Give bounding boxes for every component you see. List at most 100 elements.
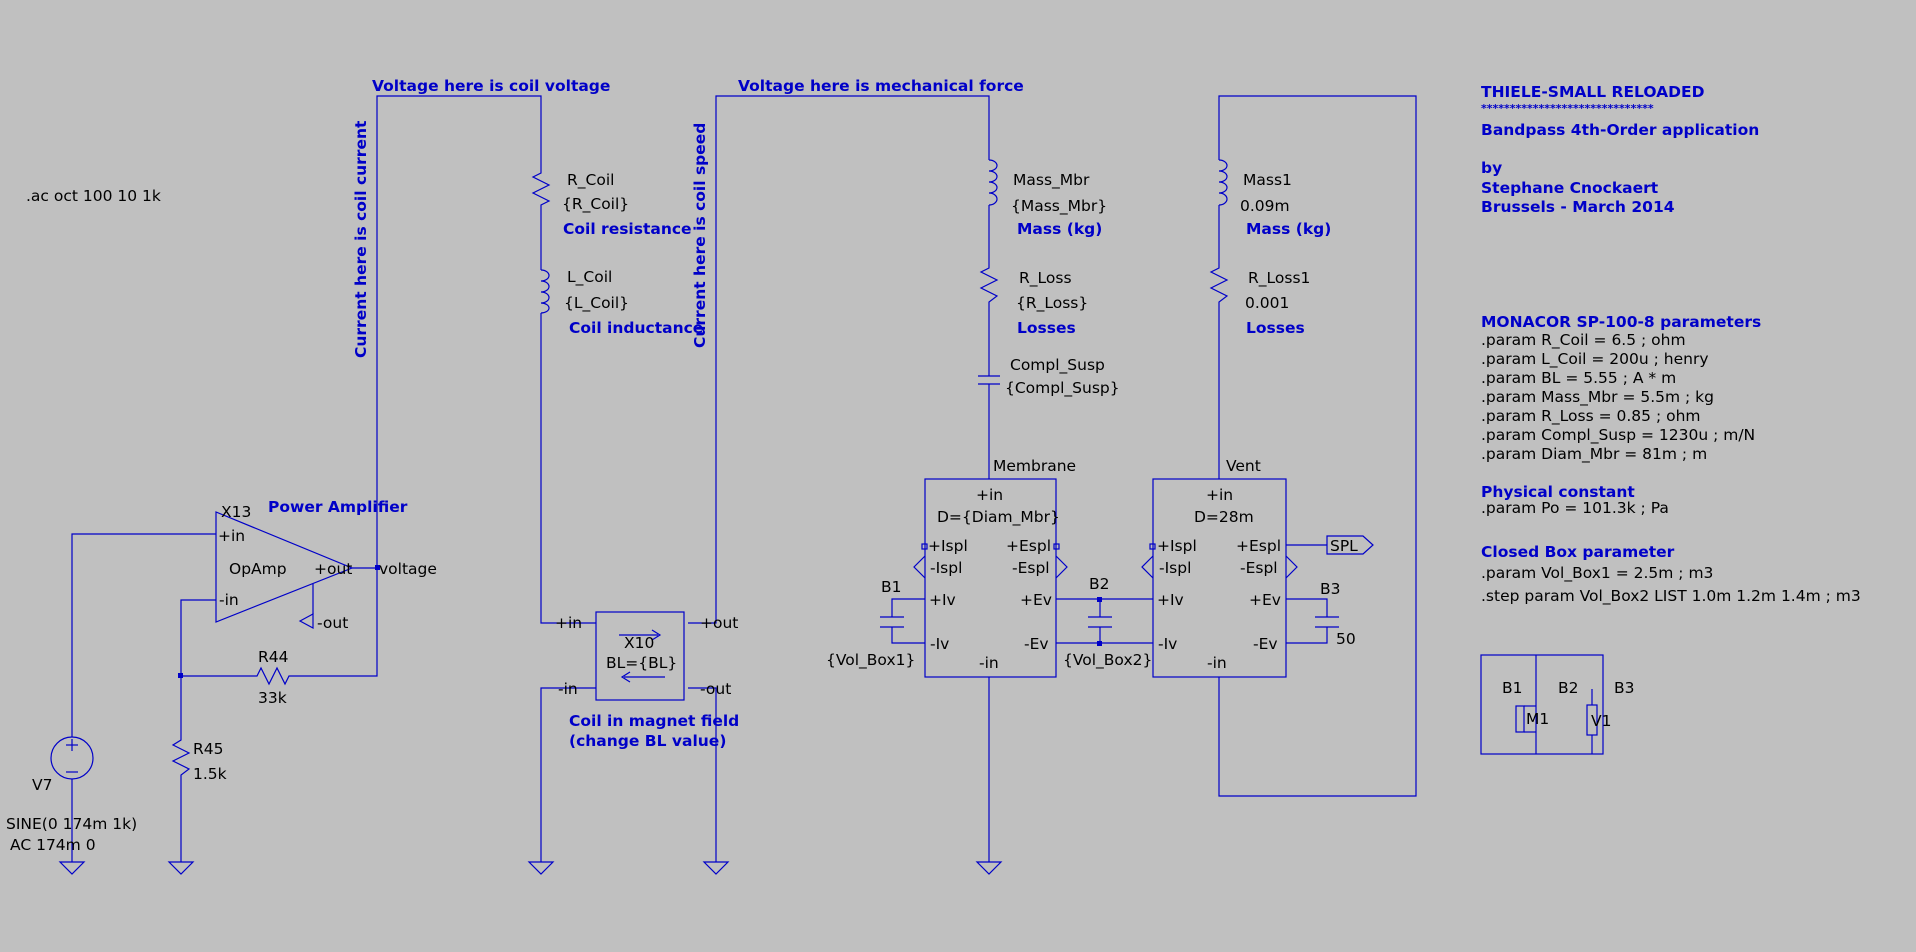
- x13-pin-out-plus: +out: [314, 560, 352, 578]
- x13-type: OpAmp: [229, 560, 287, 578]
- x10-pin-in-plus: +in: [555, 614, 582, 632]
- b3-value[interactable]: 50: [1336, 630, 1356, 648]
- x13-pin-out-minus: -out: [317, 614, 348, 632]
- transducer-x10[interactable]: [595, 611, 685, 701]
- ground-symbols: [58, 861, 1003, 875]
- inductor-symbols: [540, 159, 1228, 314]
- v7-value1[interactable]: SINE(0 174m 1k): [6, 815, 137, 833]
- r44-value[interactable]: 33k: [258, 689, 287, 707]
- resistor-r-loss1-icon: [1209, 264, 1229, 312]
- r45-value[interactable]: 1.5k: [193, 765, 227, 783]
- vent-ispl-m: -Ispl: [1159, 559, 1191, 577]
- ground-icon: [58, 861, 86, 875]
- r-loss1-name: R_Loss1: [1248, 269, 1310, 288]
- info-stars: ******************************: [1481, 102, 1654, 115]
- b1-value[interactable]: {Vol_Box1}: [826, 651, 915, 670]
- vent-espl-m: -Espl: [1240, 559, 1278, 577]
- x13-pin-in-plus: +in: [218, 527, 245, 545]
- vent-espl-p: +Espl: [1236, 537, 1281, 555]
- net-label-spl[interactable]: SPL: [1330, 537, 1358, 555]
- param-line[interactable]: .param BL = 5.55 ; A * m: [1481, 369, 1676, 387]
- ground-icon: [975, 861, 1003, 875]
- info-place: Brussels - March 2014: [1481, 198, 1675, 216]
- r-coil-value[interactable]: {R_Coil}: [562, 195, 629, 214]
- param-line[interactable]: .param Mass_Mbr = 5.5m ; kg: [1481, 388, 1714, 407]
- legend-b2: B2: [1558, 679, 1579, 697]
- b2-value[interactable]: {Vol_Box2}: [1063, 651, 1152, 670]
- x10-value[interactable]: BL={BL}: [606, 654, 677, 672]
- x10-pin-out-minus: -out: [700, 680, 731, 698]
- comment-mech-force: Voltage here is mechanical force: [738, 77, 1024, 95]
- compl-susp-name: Compl_Susp: [1010, 356, 1105, 375]
- ground-icon: [702, 861, 730, 875]
- resistor-r-coil-icon: [531, 168, 551, 215]
- inductor-mass-mbr-icon: [988, 159, 998, 206]
- inductor-mass1-icon: [1218, 159, 1228, 206]
- comment-coil-speed: Current here is coil speed: [691, 123, 709, 348]
- param-line[interactable]: .param R_Coil = 6.5 ; ohm: [1481, 331, 1686, 350]
- membrane-iv-m: -Iv: [930, 635, 949, 653]
- b1-name: B1: [881, 578, 902, 596]
- vent-pin-bottom: -in: [1207, 654, 1227, 672]
- param-line[interactable]: .param L_Coil = 200u ; henry: [1481, 350, 1709, 369]
- comment-magnet-line2: (change BL value): [569, 732, 726, 750]
- membrane-ev-m: -Ev: [1024, 635, 1049, 653]
- spl-net-flag-icon[interactable]: [1326, 535, 1374, 555]
- box-param[interactable]: .param Vol_Box1 = 2.5m ; m3: [1481, 564, 1713, 583]
- membrane-block[interactable]: [913, 478, 1068, 678]
- voltage-source-v7[interactable]: [50, 736, 94, 780]
- info-subtitle: Bandpass 4th-Order application: [1481, 121, 1759, 139]
- inductor-l-coil-icon: [540, 269, 550, 314]
- membrane-label: Membrane: [993, 457, 1076, 475]
- r-loss-value[interactable]: {R_Loss}: [1016, 294, 1088, 313]
- param-line[interactable]: .param Diam_Mbr = 81m ; m: [1481, 445, 1707, 464]
- comment-coil-current: Current here is coil current: [352, 120, 370, 358]
- ac-directive[interactable]: .ac oct 100 10 1k: [26, 187, 161, 205]
- comment-power-amp: Power Amplifier: [268, 498, 408, 516]
- vent-block[interactable]: [1141, 478, 1298, 678]
- phys-param[interactable]: .param Po = 101.3k ; Pa: [1481, 499, 1669, 517]
- x13-pin-in-minus: -in: [219, 591, 239, 609]
- membrane-ispl-m: -Ispl: [930, 559, 962, 577]
- membrane-iv-p: +Iv: [929, 591, 956, 609]
- l-coil-value[interactable]: {L_Coil}: [564, 294, 629, 313]
- mass-mbr-value[interactable]: {Mass_Mbr}: [1011, 197, 1107, 216]
- net-label-voltage[interactable]: voltage: [379, 560, 437, 578]
- r-loss-note: Losses: [1017, 319, 1076, 337]
- mass-mbr-name: Mass_Mbr: [1013, 171, 1090, 190]
- legend-b1: B1: [1502, 679, 1523, 697]
- v7-value2[interactable]: AC 174m 0: [10, 836, 96, 854]
- r-loss-name: R_Loss: [1019, 269, 1072, 288]
- compl-susp-value[interactable]: {Compl_Susp}: [1005, 379, 1120, 398]
- comment-coil-voltage: Voltage here is coil voltage: [372, 77, 610, 95]
- r-loss1-value[interactable]: 0.001: [1245, 294, 1289, 312]
- l-coil-note: Coil inductance: [569, 319, 703, 337]
- membrane-ev-p: +Ev: [1020, 591, 1052, 609]
- resistor-r-loss-icon: [979, 264, 999, 312]
- r45-name: R45: [193, 740, 224, 758]
- param-line[interactable]: .param R_Loss = 0.85 ; ohm: [1481, 407, 1701, 426]
- capacitor-b2-icon: [1088, 616, 1112, 628]
- vent-pin-top: +in: [1206, 486, 1233, 504]
- vent-param[interactable]: D=28m: [1194, 508, 1254, 526]
- mass1-note: Mass (kg): [1246, 220, 1331, 238]
- membrane-param[interactable]: D={Diam_Mbr}: [937, 508, 1060, 527]
- param-line[interactable]: .param Compl_Susp = 1230u ; m/N: [1481, 426, 1755, 445]
- opamp-x13[interactable]: [215, 511, 354, 630]
- vent-iv-m: -Iv: [1158, 635, 1177, 653]
- mass1-value[interactable]: 0.09m: [1240, 197, 1290, 215]
- l-coil-name: L_Coil: [567, 268, 612, 287]
- box-param[interactable]: .step param Vol_Box2 LIST 1.0m 1.2m 1.4m…: [1481, 587, 1861, 606]
- info-author: Stephane Cnockaert: [1481, 179, 1659, 197]
- r-coil-name: R_Coil: [567, 171, 614, 190]
- port-icon: [913, 555, 926, 579]
- ground-icon: [167, 861, 195, 875]
- info-by: by: [1481, 159, 1502, 177]
- x10-name: X10: [624, 634, 654, 652]
- legend-m1: M1: [1526, 710, 1549, 728]
- v7-name: V7: [32, 776, 52, 794]
- vent-ispl-p: +Ispl: [1157, 537, 1197, 555]
- capacitor-symbols: [880, 375, 1339, 628]
- legend-v1: V1: [1591, 712, 1611, 730]
